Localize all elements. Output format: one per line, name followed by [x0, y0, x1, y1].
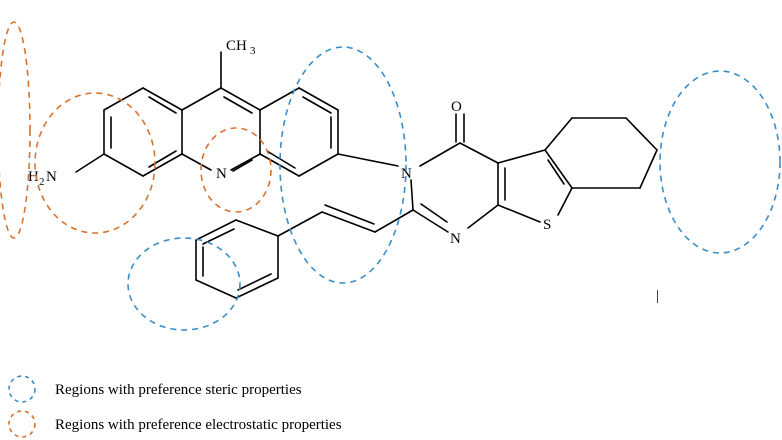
- acridine-left-ring: [103, 87, 183, 177]
- electrostatic-region-amine: [34, 92, 156, 234]
- methyl-label: CH: [226, 38, 247, 54]
- cyclohexane-ring: [544, 117, 658, 189]
- acridine-n-label: N: [216, 166, 227, 182]
- legend-electrostatic-label: Regions with preference electrostatic pr…: [55, 417, 342, 433]
- amide-n-label: N: [401, 166, 412, 182]
- amine-bond: [75, 153, 105, 173]
- steric-region-aryl-bridge: [279, 46, 407, 284]
- legend-steric-label: Regions with preference steric propertie…: [55, 382, 302, 398]
- thiophene-ring: [497, 149, 573, 223]
- phenyl-ring: [195, 219, 279, 299]
- carbonyl-o-label: O: [451, 99, 462, 115]
- styryl-linker: [277, 204, 414, 237]
- methyl-subscript-label: 3: [250, 45, 256, 57]
- vertical-mark: |: [656, 288, 659, 304]
- amine-subscript-label: 2: [39, 176, 45, 188]
- electrostatic-region-acridine-n: [200, 127, 272, 213]
- acridine-middle-ring: [181, 87, 261, 172]
- pyrimidine-n-label: N: [450, 231, 461, 247]
- acridine-to-amide-n-bond: [337, 153, 399, 167]
- thiophene-s-label: S: [543, 217, 551, 233]
- legend-electrostatic-swatch: [8, 410, 36, 438]
- amine-n-label: N: [46, 169, 57, 185]
- steric-region-phenyl: [127, 237, 241, 331]
- steric-region-cyclohexane: [659, 70, 781, 254]
- legend: Regions with preference steric propertie…: [8, 375, 342, 438]
- legend-steric-swatch: [8, 375, 36, 403]
- acridine-right-ring: [259, 87, 339, 177]
- pyrimidinone-ring: [410, 142, 506, 233]
- amine-h-label: H: [28, 169, 39, 185]
- electrostatic-region-edge: [0, 21, 31, 239]
